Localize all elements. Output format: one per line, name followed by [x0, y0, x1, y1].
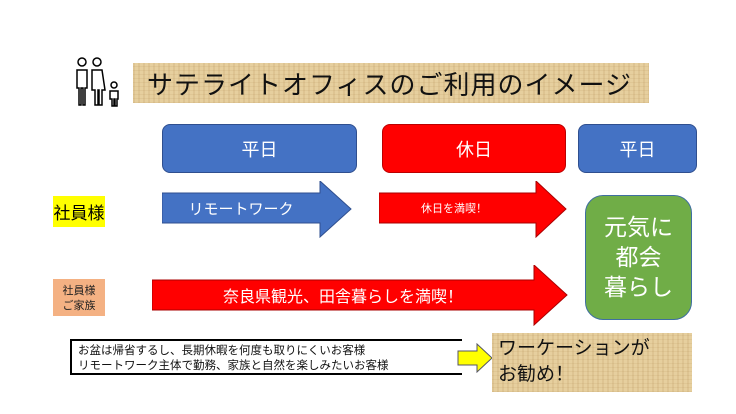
employee-label: 社員様	[53, 196, 105, 227]
family-icon	[74, 57, 124, 107]
holiday-header: 休日	[382, 124, 566, 173]
page-title: サテライトオフィスのご利用のイメージ	[133, 63, 649, 103]
result-box: 元気に都会暮らし	[585, 195, 692, 320]
family-label: 社員様ご家族	[53, 279, 105, 316]
recommend-line-2: お勧め！	[498, 363, 575, 385]
target-customer-note: お盆は帰省するし、長期休暇を何度も取りにくいお客様リモートワーク主体で勤務、家族…	[70, 339, 462, 375]
note-line-1: お盆は帰省するし、長期休暇を何度も取りにくいお客様	[78, 343, 366, 357]
result-line-3: 暮らし	[604, 274, 673, 301]
family-arrow-label: 奈良県観光、田舎暮らしを満喫！	[222, 287, 463, 306]
remote-work-label: リモートワーク	[188, 199, 294, 218]
workation-recommendation: ワーケーションがお勧め！	[492, 333, 692, 392]
family-label-line-1: 社員様	[62, 283, 96, 297]
result-line-1: 元気に	[604, 214, 673, 241]
family-label-line-2: ご家族	[62, 298, 96, 312]
holiday-arrow: 休日を満喫！	[379, 181, 567, 238]
family-arrow: 奈良県観光、田舎暮らしを満喫！	[152, 265, 568, 326]
pointer-arrow-icon	[457, 342, 493, 374]
holiday-arrow-label: 休日を満喫！	[421, 202, 487, 215]
recommend-line-1: ワーケーションが	[498, 337, 650, 359]
remote-work-arrow: リモートワーク	[162, 181, 352, 238]
note-line-2: リモートワーク主体で勤務、家族と自然を楽しみたいお客様	[78, 358, 389, 372]
weekday-header-1: 平日	[162, 124, 357, 173]
weekday-header-2: 平日	[578, 124, 697, 173]
result-line-2: 都会	[615, 244, 662, 271]
